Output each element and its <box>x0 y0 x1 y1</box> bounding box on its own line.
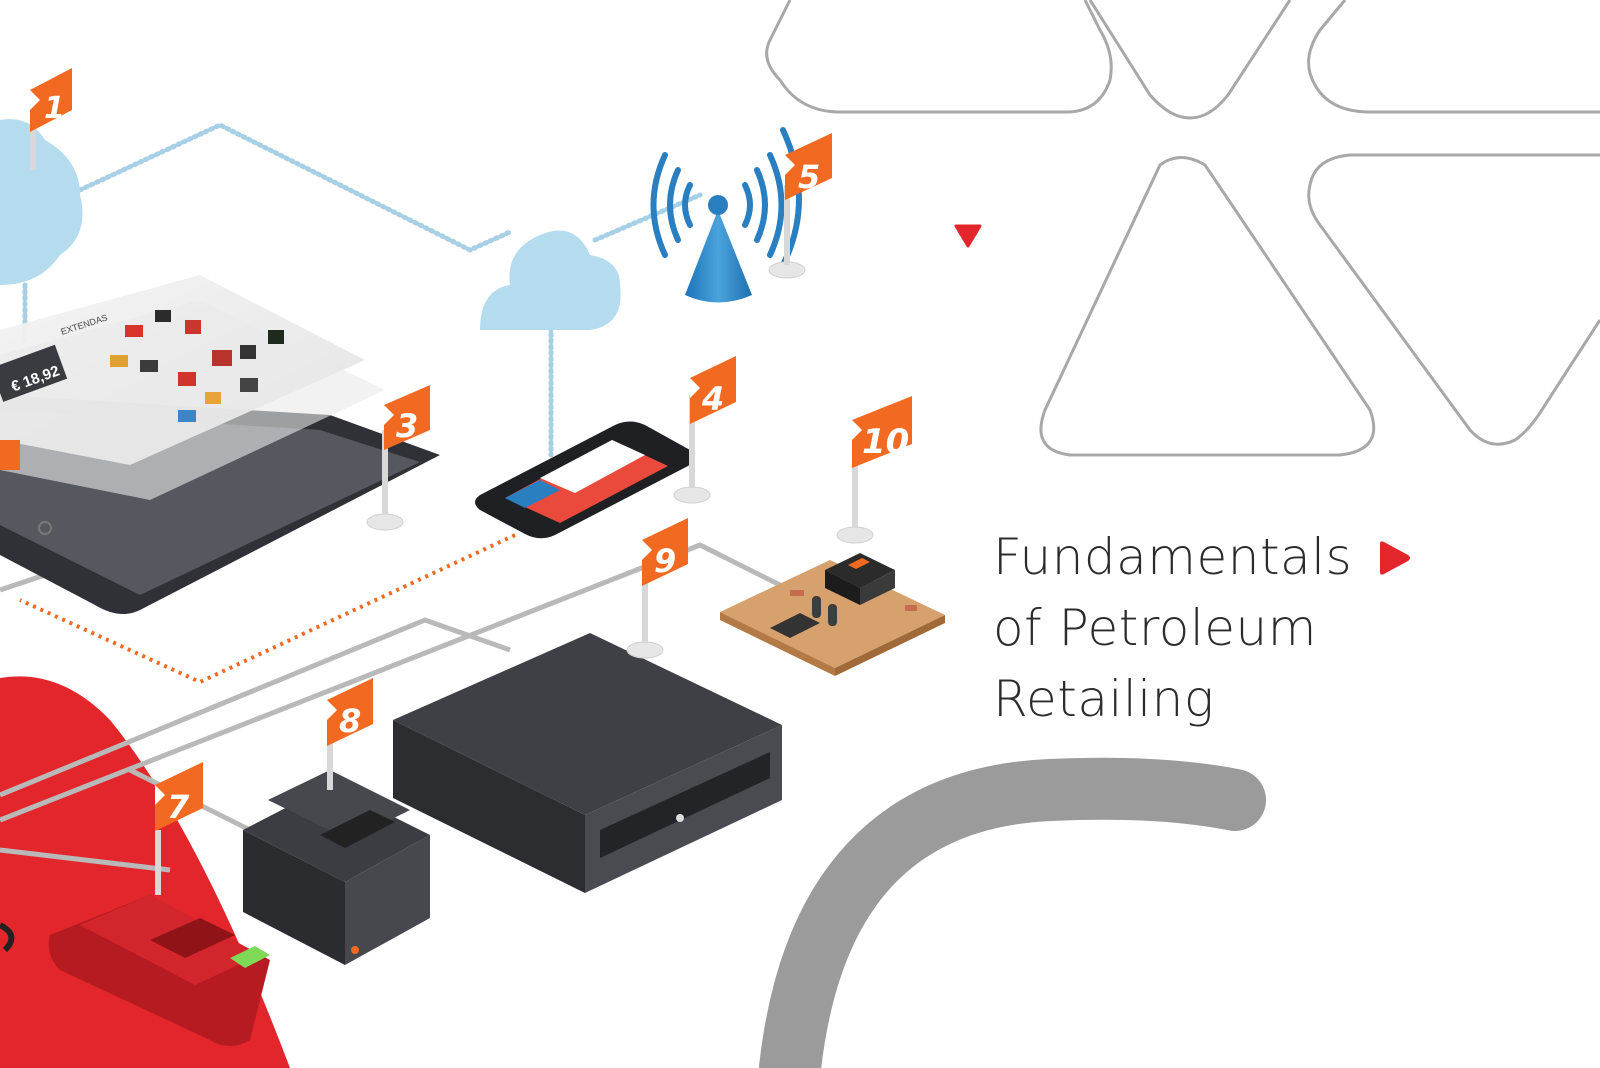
flag-8: 8 <box>327 678 373 746</box>
small-red-triangle-icon <box>954 224 982 248</box>
svg-text:10: 10 <box>862 422 909 462</box>
cash-drawer-icon <box>393 633 782 893</box>
decorative-triangles <box>765 0 1600 457</box>
svg-text:9: 9 <box>654 542 676 580</box>
tablet-icon: € 18,92 EXTENDAS <box>0 275 440 614</box>
circuit-board-icon <box>720 553 945 676</box>
wired-links <box>0 542 792 873</box>
flag-1: 1 <box>30 68 72 132</box>
play-triangle-icon <box>1380 540 1411 575</box>
svg-text:7: 7 <box>167 788 190 826</box>
flag-7: 7 <box>155 762 203 831</box>
flag-10: 10 <box>852 396 912 468</box>
title-line-2: of Petroleum <box>993 599 1317 657</box>
svg-text:1: 1 <box>44 91 65 126</box>
product-thumbnails <box>110 310 284 422</box>
svg-text:4: 4 <box>701 380 724 418</box>
page-title: Fundamentals of Petroleum Retailing <box>993 522 1553 735</box>
cloud-icon <box>0 119 621 330</box>
flag-5: 5 <box>785 133 832 200</box>
title-line-1: Fundamentals <box>993 528 1353 586</box>
card-terminal-icon <box>0 895 270 1046</box>
antenna-icon <box>650 127 802 303</box>
flag-9: 9 <box>642 518 688 586</box>
title-line-3: Retailing <box>993 670 1215 728</box>
flag-4: 4 <box>690 356 736 424</box>
flag-3: 3 <box>384 385 430 450</box>
smartphone-icon <box>475 421 695 539</box>
svg-text:5: 5 <box>798 158 820 196</box>
svg-text:3: 3 <box>396 407 418 445</box>
svg-text:8: 8 <box>339 702 361 740</box>
grey-arc <box>759 757 1266 1068</box>
receipt-printer-icon <box>243 770 430 965</box>
